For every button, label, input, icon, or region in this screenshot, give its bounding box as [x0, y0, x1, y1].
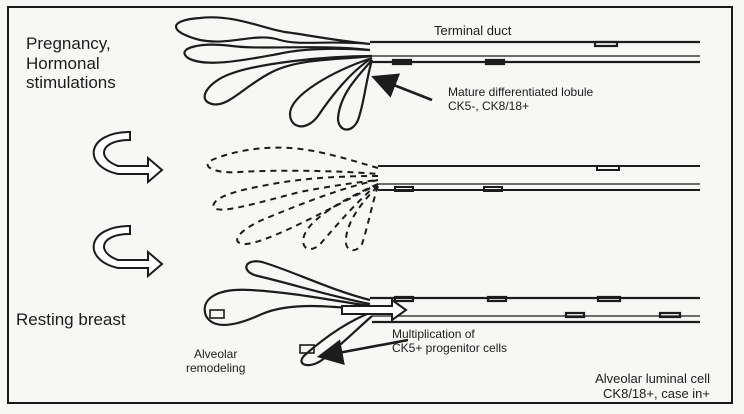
pregnancy-hormonal-label: Pregnancy, Hormonal stimulations [26, 34, 116, 93]
top-alveolus-upper [176, 17, 370, 44]
cycle-arrow-bottom [94, 226, 162, 276]
label-line: Mature differentiated lobule [448, 86, 593, 100]
mid-alveolus-upper [208, 148, 378, 174]
bottom-alveolus-lower [301, 312, 372, 365]
bottom-alveolus-cell [210, 310, 224, 318]
label-line: CK8/18+, case in+ [520, 387, 710, 402]
mid-alveolus-lower-right [346, 186, 378, 250]
label-line: Alveolar luminal cell [520, 372, 710, 387]
mid-alveolus-lower-mid [303, 184, 378, 249]
label-line: remodeling [186, 362, 245, 376]
terminal-duct-label: Terminal duct [434, 24, 511, 39]
label-line: CK5-, CK8/18+ [448, 100, 593, 114]
bottom-alveolus-upper [246, 261, 370, 304]
top-duct-cell [595, 42, 617, 46]
mid-alveolus-middle [213, 176, 378, 210]
resting-breast-label: Resting breast [16, 310, 126, 330]
label-line: Alveolar [186, 348, 245, 362]
mature-lobule-label: Mature differentiated lobule CK5-, CK8/1… [448, 86, 593, 114]
top-alveolus-middle [184, 45, 370, 63]
cycle-arrow-top [94, 132, 162, 182]
mid-duct-cell [597, 166, 619, 170]
alveolar-remodeling-label: Alveolar remodeling [186, 348, 245, 376]
bottom-duct-cell [566, 313, 584, 317]
label-line: Pregnancy, [26, 34, 116, 54]
label-line: stimulations [26, 73, 116, 93]
bottom-duct-cell [660, 313, 680, 317]
label-line: Multiplication of [392, 328, 507, 342]
label-line: CK5+ progenitor cells [392, 342, 507, 356]
alveolar-luminal-label: Alveolar luminal cell CK8/18+, case in+ [520, 372, 710, 402]
multiplication-label: Multiplication of CK5+ progenitor cells [392, 328, 507, 356]
label-line: Hormonal [26, 54, 116, 74]
mature-lobule-pointer-arrow [376, 78, 432, 100]
regressing-lobule [208, 148, 700, 251]
